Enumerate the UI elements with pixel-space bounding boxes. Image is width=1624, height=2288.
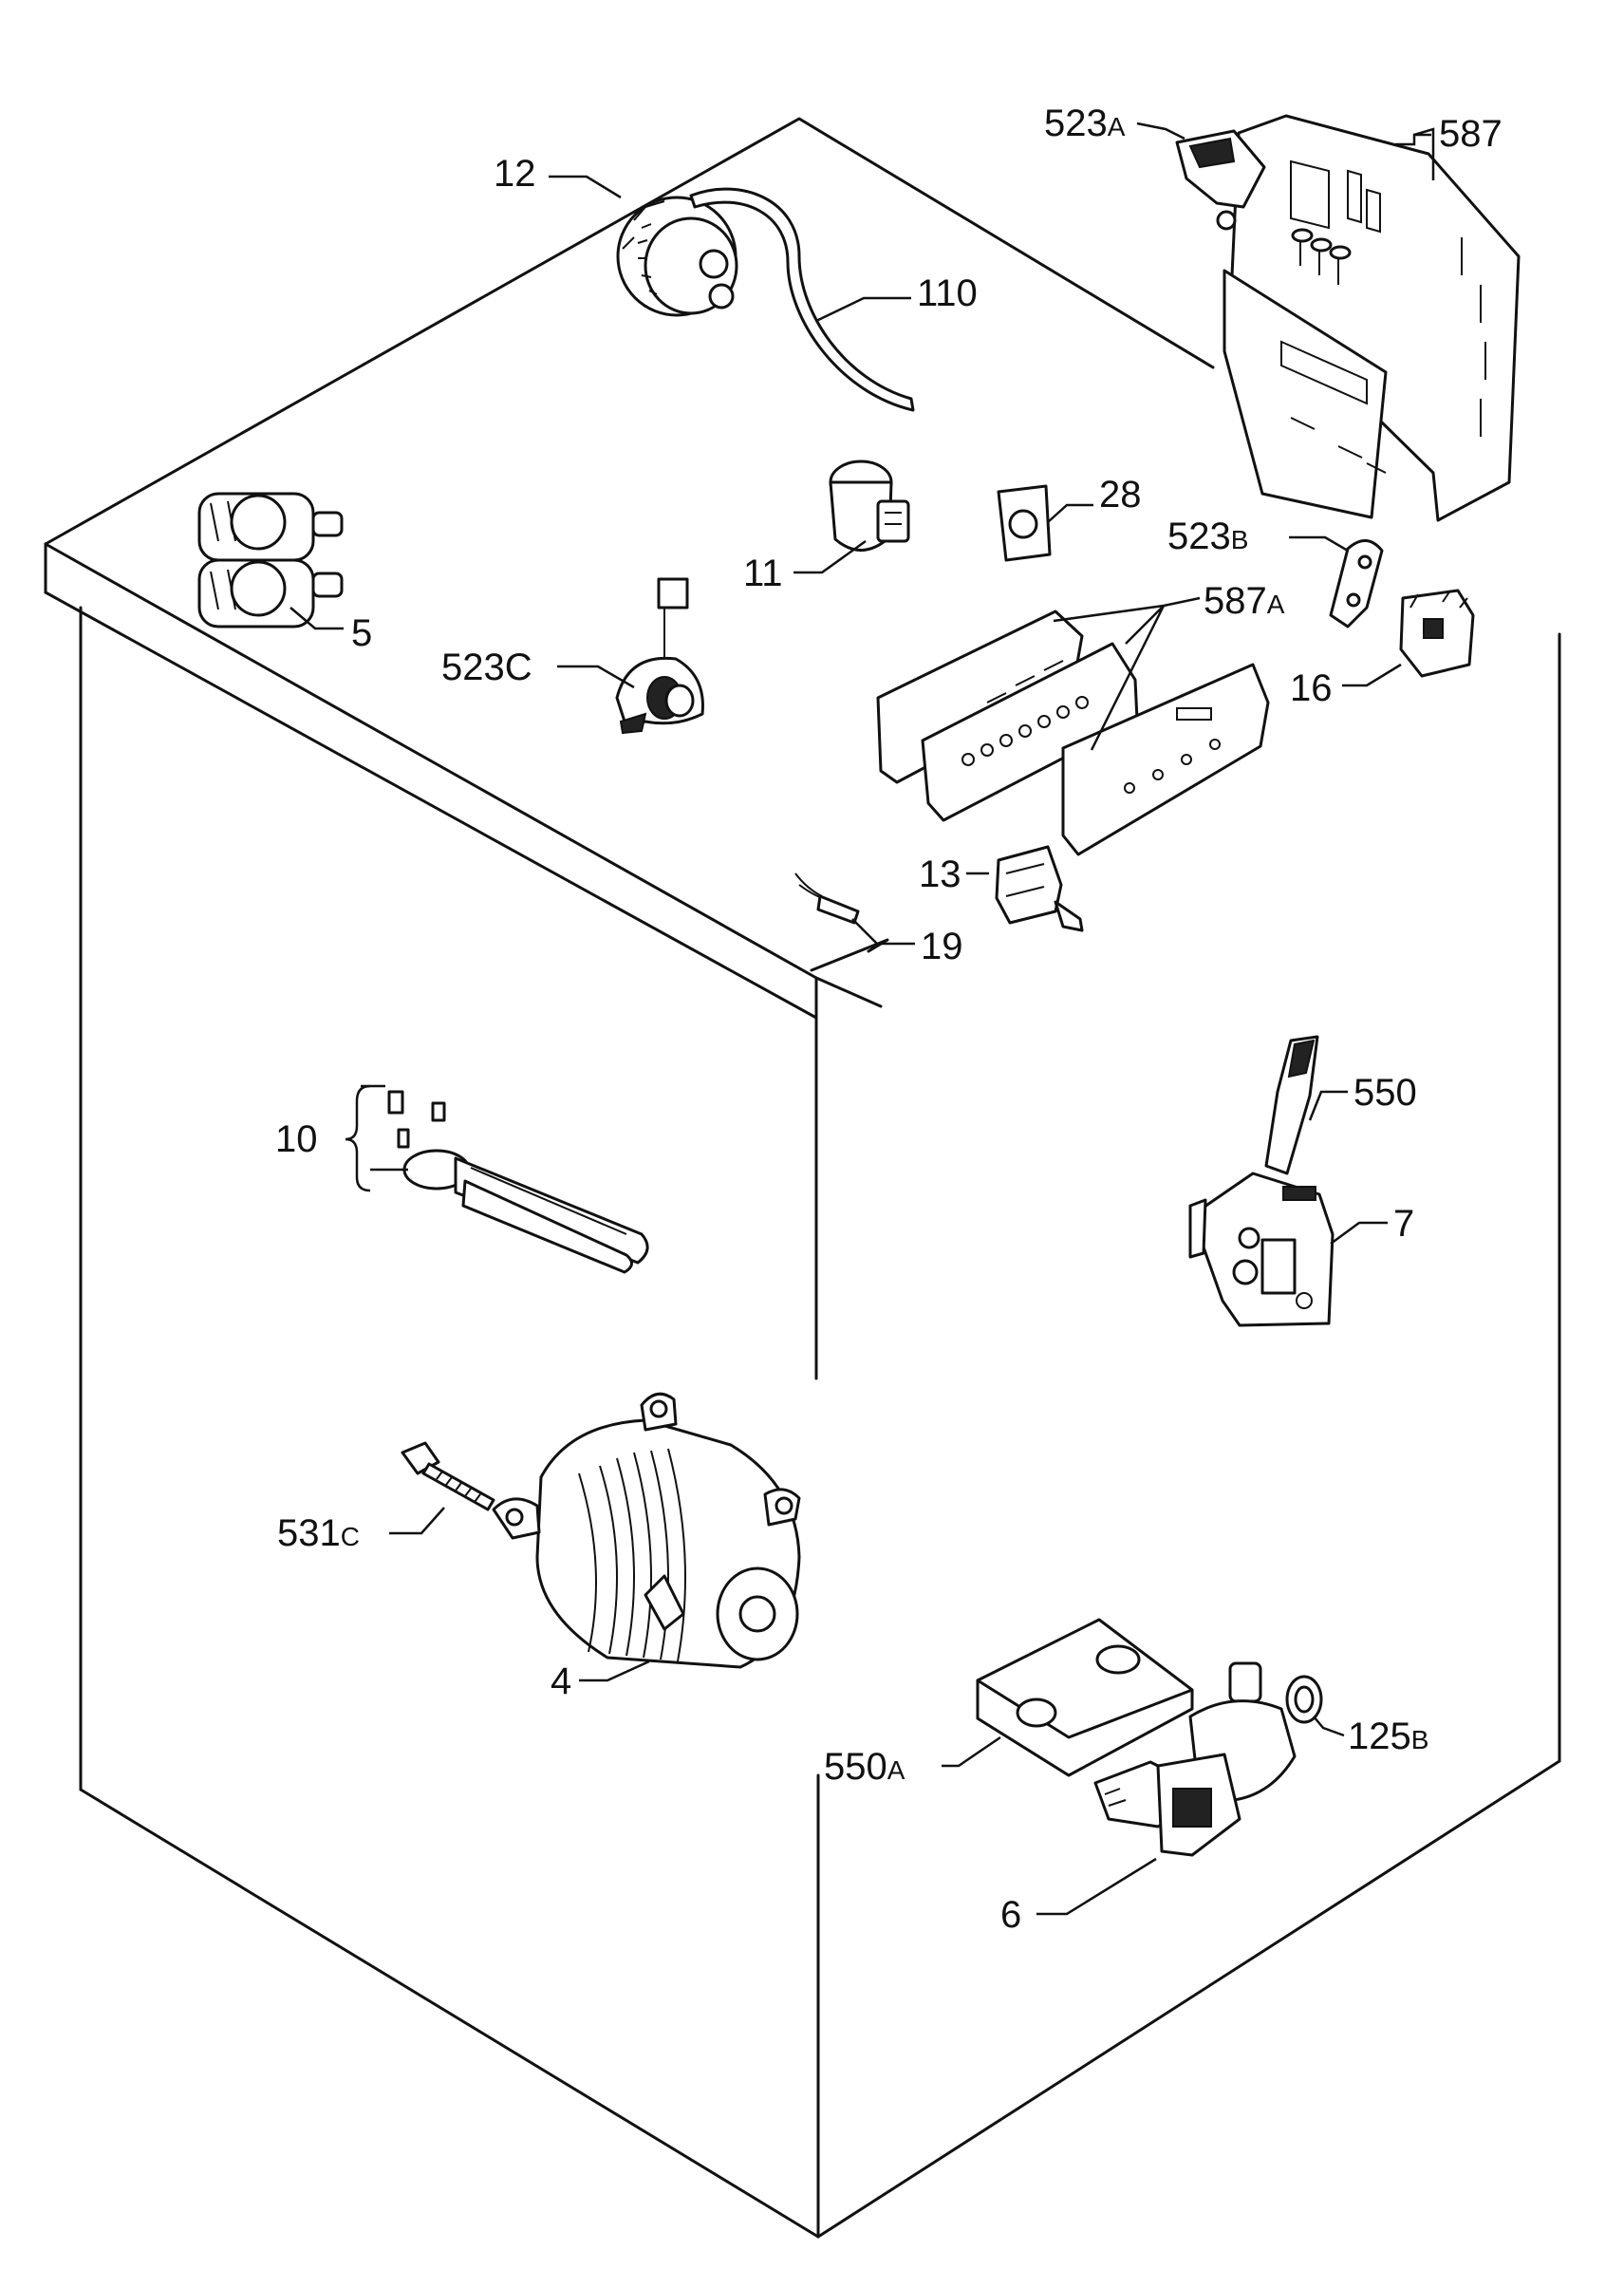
callout-523a: 523A (1044, 103, 1126, 144)
part-587a-control-boards (876, 610, 1270, 856)
cabinet-outline (44, 117, 1561, 2239)
callout-13: 13 (919, 853, 961, 895)
callout-12: 12 (494, 153, 536, 195)
part-550-lever-arm (1264, 1035, 1319, 1175)
callout-16: 16 (1290, 667, 1333, 709)
part-523c-door-part (615, 577, 704, 735)
part-4-motor (492, 1392, 801, 1669)
callout-550a: 550A (824, 1746, 905, 1788)
leader-lines (289, 122, 1435, 1916)
callout-587: 587 (1439, 113, 1503, 155)
callout-19: 19 (921, 926, 963, 967)
callout-labels: 12 110 523A 587 28 11 5 523B 587A 523C 1… (275, 103, 1503, 1936)
part-523b-lever (1329, 539, 1384, 628)
part-550a-cover (976, 1618, 1194, 1777)
part-5-inlet-valve (197, 492, 344, 628)
part-19-sensor (794, 872, 860, 925)
part-587-control-module (1223, 114, 1521, 522)
callout-28: 28 (1099, 474, 1142, 516)
callout-7: 7 (1393, 1203, 1414, 1245)
callout-523c: 523C (441, 647, 532, 688)
part-6-drain-pump (1093, 1661, 1297, 1857)
callout-587a: 587A (1204, 580, 1285, 622)
callout-10: 10 (275, 1118, 318, 1160)
callout-6: 6 (1000, 1894, 1021, 1936)
part-110-hose (689, 187, 915, 412)
part-16-switch (1399, 589, 1475, 678)
part-12-pressure-switch (616, 196, 738, 317)
part-28-bracket (997, 484, 1052, 562)
callout-4: 4 (551, 1660, 571, 1702)
callout-5: 5 (351, 612, 372, 654)
part-531c-screw (401, 1441, 495, 1511)
callout-523b: 523B (1167, 516, 1248, 557)
part-11-capacitor (829, 459, 910, 552)
part-125b-seal-ring (1285, 1675, 1323, 1724)
part-13-connector (995, 845, 1084, 932)
callout-110: 110 (917, 272, 978, 314)
callout-531c: 531C (277, 1512, 360, 1554)
callout-125b: 125B (1348, 1716, 1428, 1757)
callout-11: 11 (743, 553, 783, 594)
board-components (961, 660, 1221, 794)
part-7-door-lock (1188, 1172, 1335, 1327)
callout-550: 550 (1353, 1072, 1417, 1114)
part-523a-clip (1175, 129, 1266, 231)
part-10-heater (387, 1090, 649, 1274)
